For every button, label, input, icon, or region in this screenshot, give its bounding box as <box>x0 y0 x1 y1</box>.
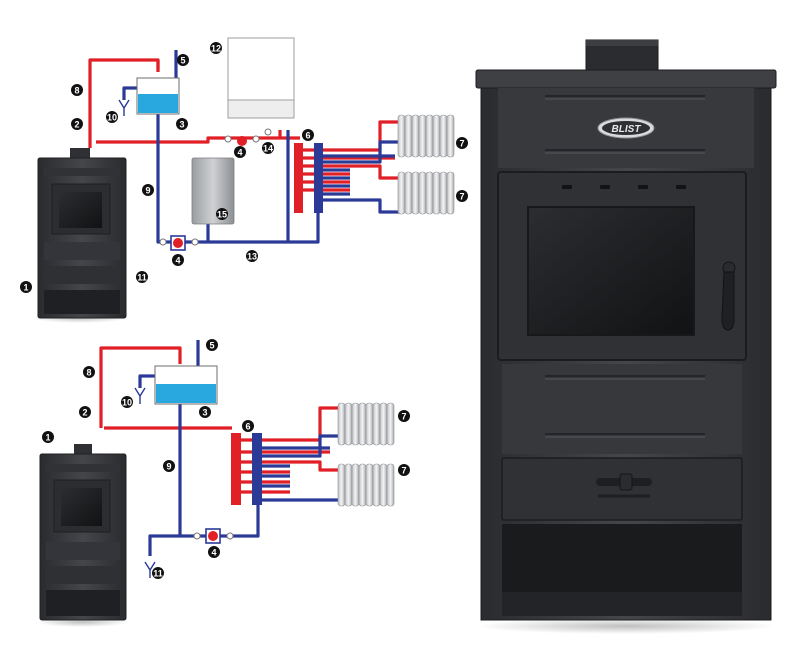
marker-7a: 7 <box>456 137 468 149</box>
manifold <box>294 143 323 213</box>
boiler-pump-icon <box>224 128 272 146</box>
marker-b-7a: 7 <box>398 410 410 422</box>
svg-text:12: 12 <box>211 44 221 54</box>
marker-11: 11 <box>136 271 148 283</box>
drain-valve-icon-bottom-2 <box>144 561 156 578</box>
brand-logo: BLIST <box>597 117 655 139</box>
marker-10: 10 <box>106 111 118 123</box>
svg-text:5: 5 <box>180 56 185 66</box>
svg-text:2: 2 <box>74 120 79 130</box>
marker-12: 12 <box>210 42 222 54</box>
marker-5: 5 <box>177 54 189 66</box>
marker-b-2: 2 <box>79 406 91 418</box>
marker-2: 2 <box>71 118 83 130</box>
radiator-bottom-upper <box>337 402 395 446</box>
svg-text:4: 4 <box>211 548 216 558</box>
marker-b-4: 4 <box>208 546 220 558</box>
svg-text:7: 7 <box>459 192 464 202</box>
large-stove: BLIST <box>475 39 777 634</box>
small-stove-top <box>32 148 128 323</box>
ash-drawer-handle <box>596 473 652 498</box>
svg-text:4: 4 <box>237 148 242 158</box>
svg-text:5: 5 <box>209 341 214 351</box>
svg-text:10: 10 <box>107 113 117 123</box>
svg-text:7: 7 <box>459 139 464 149</box>
marker-14: 14 <box>262 142 274 154</box>
svg-text:8: 8 <box>86 368 91 378</box>
marker-13: 13 <box>246 250 258 262</box>
marker-1: 1 <box>20 281 32 293</box>
storage-tank <box>191 157 235 225</box>
svg-text:BLIST: BLIST <box>612 124 642 135</box>
small-stove-bottom <box>36 444 128 627</box>
schematic-top: 1 2 3 4 4 5 6 7 7 8 9 10 11 12 13 14 15 <box>20 37 468 323</box>
marker-6: 6 <box>302 129 314 141</box>
radiator-bottom-lower <box>337 463 395 507</box>
air-vents <box>562 185 686 189</box>
circulation-pump-icon-bottom <box>193 528 234 544</box>
marker-4b: 4 <box>234 146 246 158</box>
svg-text:7: 7 <box>401 412 406 422</box>
svg-text:1: 1 <box>23 283 28 293</box>
marker-15: 15 <box>216 208 228 220</box>
hot-water-pipes-bottom <box>99 346 340 494</box>
marker-7b: 7 <box>456 190 468 202</box>
radiator-top-lower <box>397 171 455 215</box>
svg-text:11: 11 <box>137 273 147 283</box>
svg-text:11: 11 <box>153 569 163 579</box>
svg-text:6: 6 <box>245 422 250 432</box>
svg-text:9: 9 <box>145 186 150 196</box>
markers-bottom: 1 2 3 4 5 6 7 7 8 9 10 11 <box>42 339 410 579</box>
circulation-pump-icon <box>159 235 199 251</box>
schematic-bottom: 1 2 3 4 5 6 7 7 8 9 10 11 <box>36 339 410 627</box>
svg-text:2: 2 <box>82 408 87 418</box>
manifold-bottom <box>231 433 262 505</box>
marker-b-7b: 7 <box>398 464 410 476</box>
marker-b-6: 6 <box>242 420 254 432</box>
marker-9: 9 <box>142 184 154 196</box>
door-handle <box>721 261 736 331</box>
marker-b-8: 8 <box>83 366 95 378</box>
svg-text:1: 1 <box>45 433 50 443</box>
svg-text:6: 6 <box>305 131 310 141</box>
svg-text:3: 3 <box>179 120 184 130</box>
marker-b-3: 3 <box>199 406 211 418</box>
svg-text:4: 4 <box>175 256 180 266</box>
marker-4: 4 <box>172 254 184 266</box>
svg-text:14: 14 <box>263 144 273 154</box>
expansion-tank-bottom <box>154 365 218 405</box>
marker-b-5: 5 <box>206 339 218 351</box>
svg-text:13: 13 <box>247 252 257 262</box>
svg-text:15: 15 <box>217 210 227 220</box>
marker-b-9: 9 <box>163 460 175 472</box>
marker-8: 8 <box>71 84 83 96</box>
marker-b-11: 11 <box>152 567 164 579</box>
drain-valve-icon-bottom <box>134 387 146 404</box>
radiator-top-upper <box>397 114 455 158</box>
wall-boiler <box>227 37 295 119</box>
marker-b-1: 1 <box>42 431 54 443</box>
svg-text:9: 9 <box>166 462 171 472</box>
svg-text:10: 10 <box>122 398 132 408</box>
marker-3: 3 <box>176 118 188 130</box>
svg-text:8: 8 <box>74 86 79 96</box>
svg-text:3: 3 <box>202 408 207 418</box>
marker-b-10: 10 <box>121 396 133 408</box>
expansion-tank <box>136 77 180 115</box>
drain-valve-icon <box>118 99 130 116</box>
svg-text:7: 7 <box>401 466 406 476</box>
markers-top: 1 2 3 4 4 5 6 7 7 8 9 10 11 12 13 14 15 <box>20 42 468 293</box>
